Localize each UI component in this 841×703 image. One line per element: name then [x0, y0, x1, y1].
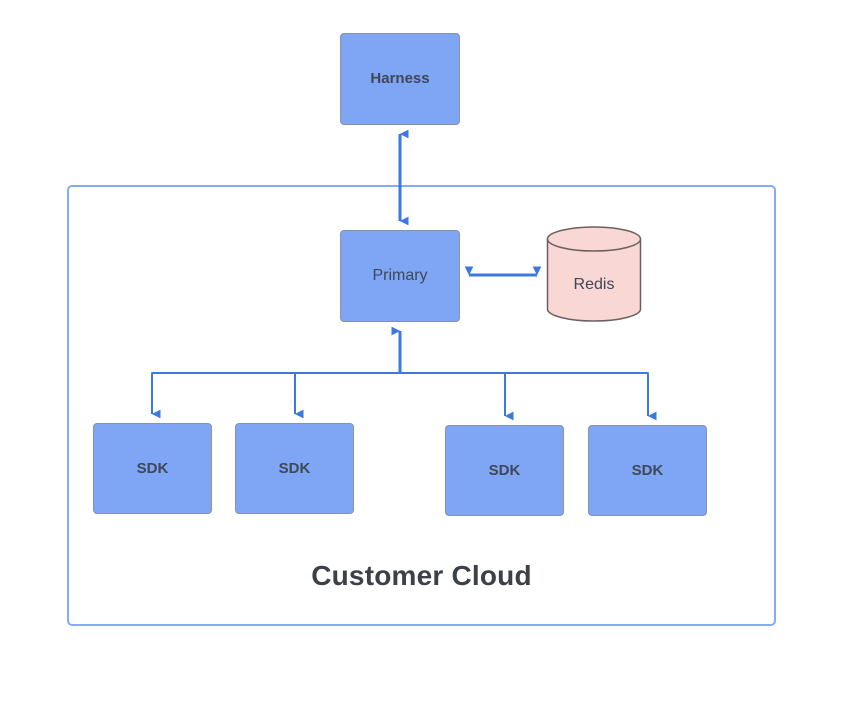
node-harness-label: Harness — [370, 69, 430, 87]
node-harness[interactable]: Harness — [340, 33, 460, 125]
group-customer-cloud[interactable] — [67, 185, 776, 626]
node-sdk-2[interactable]: SDK — [235, 423, 354, 514]
node-sdk-3[interactable]: SDK — [445, 425, 564, 516]
node-sdk-3-label: SDK — [488, 462, 521, 479]
node-redis-label: Redis — [573, 276, 615, 293]
cylinder-icon — [546, 226, 642, 322]
node-sdk-1-label: SDK — [136, 460, 169, 477]
node-primary-label: Primary — [372, 267, 428, 285]
node-primary[interactable]: Primary — [340, 230, 460, 322]
node-sdk-4[interactable]: SDK — [588, 425, 707, 516]
node-redis[interactable]: Redis — [546, 226, 642, 322]
node-sdk-2-label: SDK — [278, 460, 311, 477]
node-sdk-4-label: SDK — [631, 462, 664, 479]
node-sdk-1[interactable]: SDK — [93, 423, 212, 514]
group-customer-cloud-label: Customer Cloud — [311, 560, 532, 591]
